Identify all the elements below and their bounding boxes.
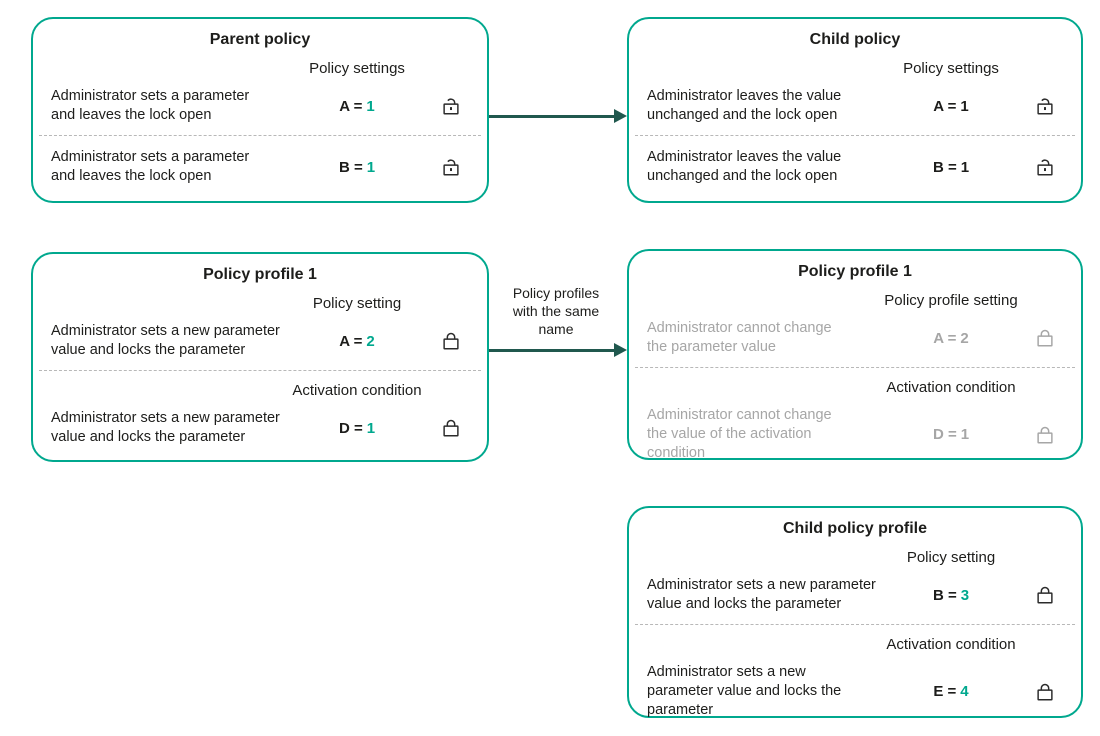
parameter-name: A = xyxy=(933,329,957,347)
setting-value: A =1 xyxy=(339,98,375,115)
parameter-name: D = xyxy=(338,419,363,437)
parameter-name: A = xyxy=(933,97,957,115)
setting-value: D =1 xyxy=(933,426,969,443)
column-label-row: Activation condition xyxy=(641,378,1069,397)
parameter-name: B = xyxy=(338,158,363,176)
parameter-number: 4 xyxy=(960,683,969,700)
parameter-number: 1 xyxy=(366,97,375,115)
parent-policy-box: Parent policy Policy settings Administra… xyxy=(31,17,489,203)
child-policy-box: Child policy Policy settings Administrat… xyxy=(627,17,1083,203)
parameter-name: A = xyxy=(339,97,363,115)
arrow-head xyxy=(614,109,627,123)
column-label-row: Policy setting xyxy=(641,548,1069,567)
box-title: Child policy xyxy=(809,31,901,48)
dashed-divider xyxy=(635,135,1075,136)
parameter-number: 2 xyxy=(366,332,375,350)
column-label-row: Policy setting xyxy=(45,294,475,313)
setting-row: Administrator cannot change the paramete… xyxy=(641,319,1069,357)
lock-closed-icon xyxy=(440,416,462,440)
policy-profile-1-box: Policy profile 1 Policy setting Administ… xyxy=(31,252,489,462)
setting-value: B =1 xyxy=(339,159,375,176)
lock-closed-icon xyxy=(1034,583,1056,607)
parameter-number: 1 xyxy=(366,419,376,437)
parameter-name: E = xyxy=(933,683,957,700)
activation-column-label: Activation condition xyxy=(886,636,1016,653)
dashed-divider xyxy=(39,135,481,136)
setting-row: Administrator sets a parameter and leave… xyxy=(45,87,475,125)
lock-open-icon xyxy=(1034,94,1056,118)
box-title: Policy profile 1 xyxy=(798,263,912,280)
parent-to-child-arrow xyxy=(489,109,627,123)
box-title: Parent policy xyxy=(209,31,311,48)
dashed-divider xyxy=(635,624,1075,625)
settings-column-label: Policy settings xyxy=(903,60,999,77)
dashed-divider xyxy=(635,367,1075,368)
settings-column-label: Policy settings xyxy=(309,60,405,77)
lock-open-icon xyxy=(440,155,462,179)
parameter-number: 1 xyxy=(960,97,969,115)
parameter-number: 2 xyxy=(960,329,969,347)
setting-value: A =2 xyxy=(933,330,969,347)
arrow-shaft xyxy=(489,114,614,118)
setting-row: Administrator sets a new parameter value… xyxy=(45,409,475,447)
setting-description: Administrator sets a new parameter value… xyxy=(647,664,842,718)
parameter-name: A = xyxy=(339,332,363,350)
lock-closed-icon xyxy=(440,329,462,353)
setting-value: D =1 xyxy=(339,420,375,437)
parameter-number: 1 xyxy=(366,158,376,176)
setting-row: Administrator sets a new parameter value… xyxy=(45,322,475,360)
lock-closed-icon xyxy=(1034,680,1056,704)
setting-value: A =1 xyxy=(933,98,969,115)
settings-column-label: Policy setting xyxy=(312,295,402,312)
arrow-shaft xyxy=(489,348,614,352)
setting-row: Administrator leaves the value unchanged… xyxy=(641,148,1069,186)
setting-value: E =4 xyxy=(933,683,968,700)
setting-description: Administrator leaves the value unchanged… xyxy=(647,88,842,123)
setting-row: Administrator leaves the value unchanged… xyxy=(641,87,1069,125)
profile-to-profile-arrow xyxy=(489,343,627,357)
box-title: Policy profile 1 xyxy=(203,266,317,283)
setting-row: Administrator sets a new parameter value… xyxy=(641,576,1069,614)
setting-value: B =1 xyxy=(933,159,969,176)
arrow-head xyxy=(614,343,627,357)
column-label-row: Policy profile setting xyxy=(641,291,1069,310)
setting-description: Administrator sets a new parameter value… xyxy=(51,410,280,445)
settings-column-label: Policy setting xyxy=(906,549,996,566)
parameter-number: 3 xyxy=(960,586,970,604)
setting-description: Administrator sets a new parameter value… xyxy=(647,577,876,612)
setting-value: B =3 xyxy=(933,587,969,604)
child-policy-profile-box: Child policy profile Policy setting Admi… xyxy=(627,506,1083,718)
dashed-divider xyxy=(39,370,481,371)
setting-description: Administrator sets a new parameter value… xyxy=(51,323,280,358)
setting-row: Administrator sets a new parameter value… xyxy=(641,663,1069,720)
parameter-name: B = xyxy=(932,158,957,176)
column-label-row: Activation condition xyxy=(641,635,1069,654)
parameter-number: 1 xyxy=(960,426,970,443)
activation-column-label: Activation condition xyxy=(292,382,422,399)
setting-description: Administrator cannot change the value of… xyxy=(647,407,832,461)
setting-description: Administrator sets a parameter and leave… xyxy=(51,149,250,184)
column-label-row: Policy settings xyxy=(641,59,1069,78)
lock-open-icon xyxy=(1034,155,1056,179)
setting-row: Administrator sets a parameter and leave… xyxy=(45,148,475,186)
setting-description: Administrator leaves the value unchanged… xyxy=(647,149,842,184)
setting-value: A =2 xyxy=(339,333,375,350)
setting-description: Administrator cannot change the paramete… xyxy=(647,320,832,355)
setting-description: Administrator sets a parameter and leave… xyxy=(51,88,250,123)
arrow-label: Policy profiles with the same name xyxy=(512,285,600,337)
parameter-number: 1 xyxy=(960,158,970,176)
activation-column-label: Activation condition xyxy=(886,379,1016,396)
parameter-name: B = xyxy=(932,586,957,604)
inherited-policy-profile-1-box: Policy profile 1 Policy profile setting … xyxy=(627,249,1083,463)
column-label-row: Activation condition xyxy=(45,381,475,400)
lock-closed-icon xyxy=(1034,326,1056,350)
setting-row: Administrator cannot change the value of… xyxy=(641,406,1069,463)
lock-open-icon xyxy=(440,94,462,118)
lock-closed-icon xyxy=(1034,423,1056,447)
parameter-name: D = xyxy=(932,426,957,443)
box-title: Child policy profile xyxy=(782,520,927,537)
column-label-row: Policy settings xyxy=(45,59,475,78)
settings-column-label: Policy profile setting xyxy=(884,292,1018,309)
